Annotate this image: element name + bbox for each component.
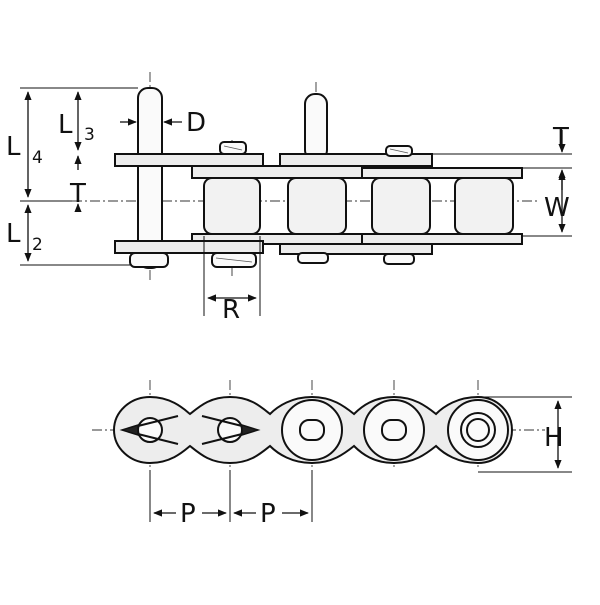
roller-4	[454, 177, 514, 235]
pin-head-bottom-left	[129, 252, 169, 268]
lower-inner-plate-2	[361, 233, 523, 245]
hatch	[389, 148, 409, 154]
L4-label: L	[6, 132, 21, 162]
lower-outer-plate-2	[279, 243, 433, 255]
L4-subscript: 4	[32, 148, 43, 168]
side-pin-2	[381, 419, 407, 441]
roller-1	[203, 177, 261, 235]
upper-outer-plate-1	[114, 153, 264, 167]
H-label: H	[544, 423, 564, 453]
L2-label: L	[6, 219, 21, 249]
upper-inner-plate-2	[361, 167, 523, 179]
top-view: L 4 L 3 D T L 2 R T W	[6, 72, 572, 325]
extended-pin-right	[304, 93, 328, 161]
roller-2	[287, 177, 347, 235]
D-label: D	[186, 108, 206, 138]
side-pin-1	[299, 419, 325, 441]
R-label: R	[222, 295, 240, 325]
cotter-pin-1	[119, 415, 179, 445]
L3-subscript: 3	[84, 125, 95, 145]
P2-label: P	[260, 499, 276, 529]
rivet-head-bottom-3	[383, 253, 415, 265]
T-right-label: T	[552, 123, 569, 153]
roller-3	[371, 177, 431, 235]
lower-outer-plate-1	[114, 240, 264, 254]
L3-label: L	[58, 110, 73, 140]
hatch	[223, 145, 243, 151]
T-left-label: T	[69, 179, 86, 209]
side-view: H P P	[92, 380, 572, 529]
side-pin-end	[466, 418, 490, 442]
cotter-pin-2	[201, 415, 261, 445]
P1-label: P	[180, 499, 196, 529]
upper-inner-plate-1	[191, 165, 363, 179]
rivet-head-bottom-2	[297, 252, 329, 264]
L2-subscript: 2	[32, 235, 43, 255]
W-label: W	[544, 193, 570, 223]
hatch	[215, 257, 253, 263]
